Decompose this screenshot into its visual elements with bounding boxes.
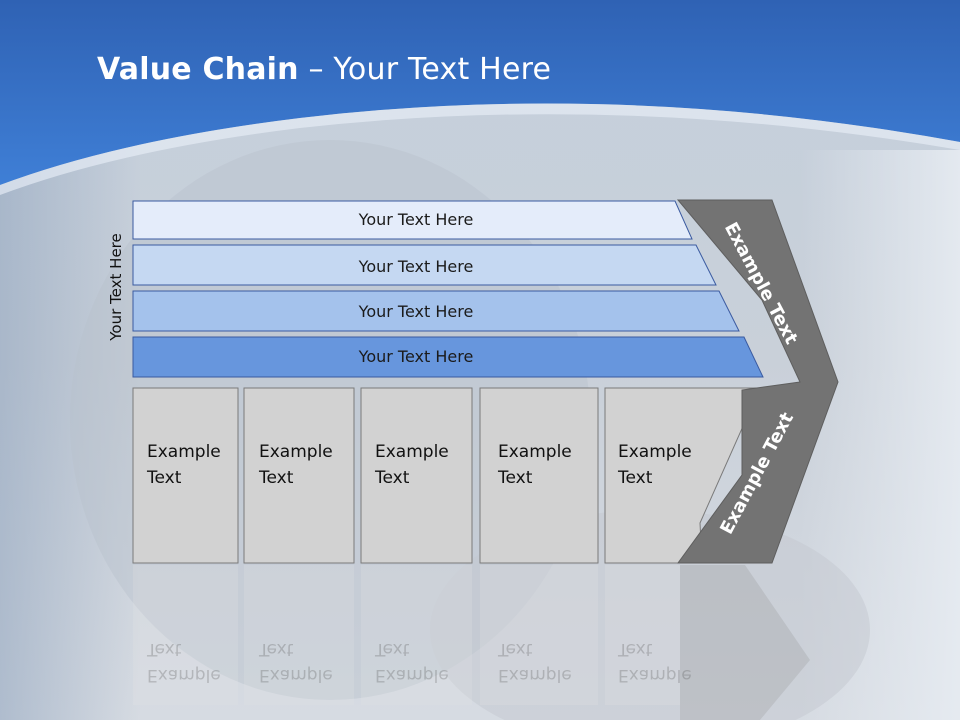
reflection-1-line1: Example xyxy=(147,665,221,685)
activity-5-line2: Text xyxy=(618,468,653,488)
reflection-3-line2: Text xyxy=(375,639,410,659)
reflection-4-line2: Text xyxy=(498,639,533,659)
activity-5-text: Example Text xyxy=(618,439,692,491)
activity-2-line1: Example xyxy=(259,442,333,462)
activity-5-line1: Example xyxy=(618,442,692,462)
activity-cell-3 xyxy=(360,387,473,564)
activity-4-line1: Example xyxy=(498,442,572,462)
activity-3-line1: Example xyxy=(375,442,449,462)
reflection xyxy=(133,565,810,720)
activity-4-text: Example Text xyxy=(498,439,572,491)
activity-2-line2: Text xyxy=(259,468,294,488)
reflection-5-line1: Example xyxy=(618,665,692,685)
activity-3-line2: Text xyxy=(375,468,410,488)
reflection-2-line2: Text xyxy=(259,639,294,659)
activity-4-line2: Text xyxy=(498,468,533,488)
activity-1-line2: Text xyxy=(147,468,182,488)
bar-2-label: Your Text Here xyxy=(358,257,474,276)
reflection-2-line1: Example xyxy=(259,665,333,685)
activity-3-text: Example Text xyxy=(375,439,449,491)
reflection-text-4: Example Text xyxy=(498,636,572,688)
reflection-4-line1: Example xyxy=(498,665,572,685)
reflection-1-line2: Text xyxy=(147,639,182,659)
reflection-text-1: Example Text xyxy=(147,636,221,688)
bar-4-shape xyxy=(132,336,764,378)
bar-1-shape xyxy=(132,200,693,240)
activity-cell-1 xyxy=(132,387,239,564)
bar-2-shape xyxy=(132,244,717,286)
bar-3-label: Your Text Here xyxy=(358,302,474,321)
bar-1-label: Your Text Here xyxy=(358,210,474,229)
bar-3-shape xyxy=(132,290,740,332)
activity-cell-2 xyxy=(243,387,355,564)
bar-4-label: Your Text Here xyxy=(358,347,474,366)
reflection-text-5: Example Text xyxy=(618,636,692,688)
reflection-3-line1: Example xyxy=(375,665,449,685)
activity-1-line1: Example xyxy=(147,442,221,462)
reflection-5-line2: Text xyxy=(618,639,653,659)
margin-chevron xyxy=(676,199,839,564)
activity-cell-4 xyxy=(479,387,599,564)
activity-1-text: Example Text xyxy=(147,439,221,491)
activity-2-text: Example Text xyxy=(259,439,333,491)
reflection-text-2: Example Text xyxy=(259,636,333,688)
title-bold: Value Chain xyxy=(97,52,299,87)
title-rest: – Your Text Here xyxy=(298,52,552,87)
page-title: Value Chain – Your Text Here xyxy=(97,52,551,87)
reflection-text-3: Example Text xyxy=(375,636,449,688)
